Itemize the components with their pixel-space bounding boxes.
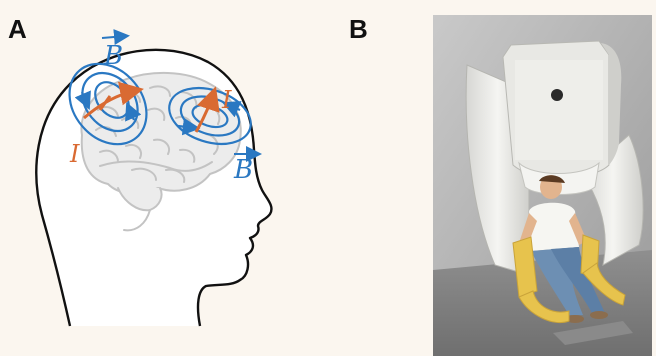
panel-label-b: B xyxy=(349,14,368,45)
scanner-logo xyxy=(551,89,563,101)
current-symbol-left: I xyxy=(69,140,80,168)
field-vector-left: B xyxy=(102,36,126,71)
field-symbol-right: B xyxy=(233,155,253,185)
meg-scanner-photo xyxy=(433,15,652,356)
head-diagram: B B I I xyxy=(0,0,330,356)
current-symbol-right: I xyxy=(221,86,232,114)
field-symbol-left: B xyxy=(103,41,123,71)
